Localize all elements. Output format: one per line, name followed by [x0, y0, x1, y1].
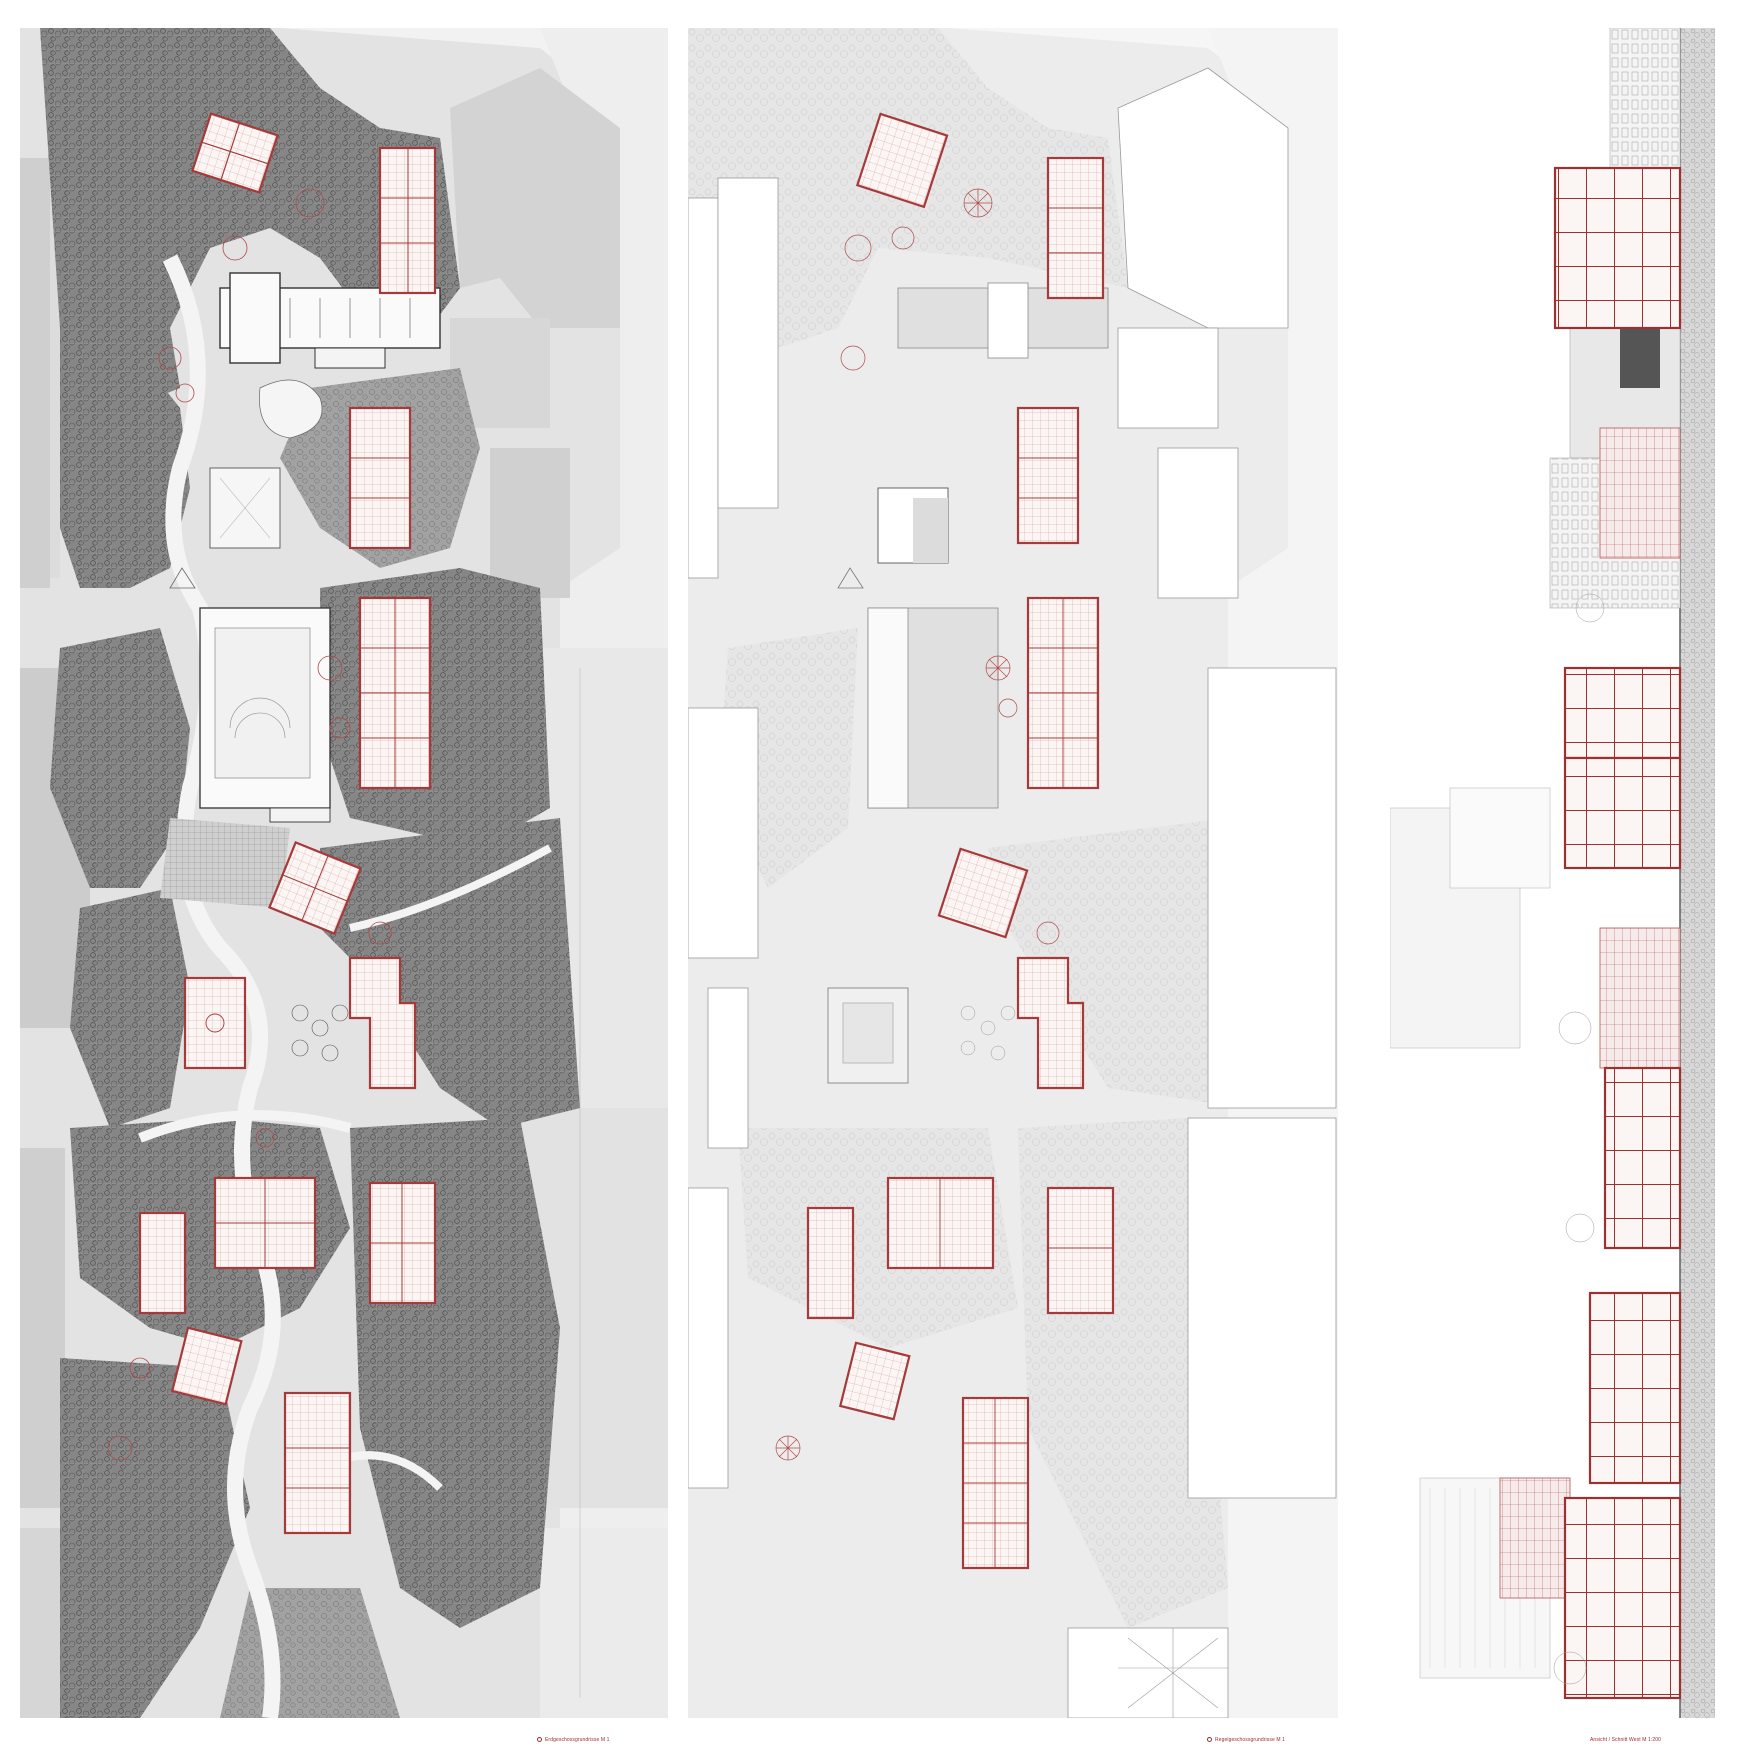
neighbour-block-west-3 [20, 1148, 65, 1508]
existing-school-building-north [219, 272, 441, 369]
vegetation-west-1 [60, 328, 190, 588]
neighbour-block-east-2 [490, 448, 570, 598]
existing-pavilion [209, 467, 281, 549]
pergola-court [160, 818, 290, 908]
ground-floor-plan-panel [20, 28, 668, 1718]
vegetation-west-3 [70, 888, 190, 1128]
existing-hall-roof [867, 607, 999, 809]
vegetation-north [40, 28, 460, 408]
neighbour-block-east-5 [540, 1528, 668, 1718]
new-building-e2 [358, 596, 432, 790]
new-building-e3 [348, 956, 417, 1090]
existing-court-building [827, 987, 909, 1084]
elevation-trees [1553, 593, 1605, 1685]
upper-floor-caption-text: Regelgeschossgrundrisse M 1 [1215, 1737, 1285, 1743]
north-arrow-icon [537, 1737, 542, 1743]
new-building-s5 [283, 1391, 352, 1535]
upper-floor-caption: Regelgeschossgrundrisse M 1 [1207, 1737, 1285, 1743]
elevation-caption: Ansicht / Schnitt West M 1:200 [1590, 1737, 1661, 1743]
ground-floor-caption: Erdgeschossgrundrisse M 1 [537, 1737, 609, 1743]
existing-pavilion-roof [877, 487, 949, 564]
new-building-n1 [191, 112, 279, 194]
red-tree-symbols [775, 188, 1060, 1461]
red-sections [1553, 166, 1682, 1700]
new-building-s1 [213, 1176, 317, 1270]
side-path-east [349, 844, 552, 932]
neighbour-block-northeast [450, 68, 620, 328]
vegetation-east-2 [320, 818, 580, 1128]
new-building-c1 [268, 841, 362, 935]
neighbour-buildings [688, 67, 1337, 1718]
play-triangle [837, 567, 864, 589]
dark-roof-element [1620, 328, 1660, 388]
play-triangle [169, 567, 196, 589]
pond [259, 379, 323, 439]
new-buildings-upper-walls [939, 207, 1113, 1568]
main-path [162, 254, 281, 1718]
play-circles [291, 1004, 349, 1062]
red-facade-1 [1599, 427, 1681, 559]
vegetation-south-west [60, 1358, 250, 1718]
new-building-e1 [348, 406, 412, 550]
north-arrow-icon [1207, 1737, 1212, 1743]
ground-floor-caption-text: Erdgeschossgrundrisse M 1 [545, 1737, 610, 1743]
vegetation-west-2 [50, 628, 190, 888]
elevation-section-panel [1390, 28, 1715, 1718]
red-tree-symbols [107, 188, 392, 1461]
red-facade-3 [1499, 1477, 1571, 1599]
roof-lines [1118, 1628, 1228, 1718]
elevation-section-drawing [1390, 28, 1715, 1718]
existing-hall-building [199, 607, 331, 823]
new-building-s3 [368, 1181, 437, 1305]
background-building-west-2 [1449, 787, 1551, 889]
new-building-s4 [170, 1326, 243, 1406]
elevation-caption-text: Ansicht / Schnitt West M 1:200 [1590, 1737, 1661, 1743]
ground-floor-plan-drawing [20, 28, 668, 1718]
vegetation-east [988, 818, 1248, 1108]
side-path-south [138, 1110, 352, 1143]
vegetation-east-1 [320, 568, 550, 848]
play-circles [960, 1005, 1016, 1061]
neighbour-block-west-edge [50, 178, 60, 578]
new-building-n2 [378, 146, 437, 295]
new-building-s2 [138, 1211, 187, 1315]
new-building-c2 [183, 976, 247, 1070]
upper-floor-plan-drawing [688, 28, 1338, 1718]
upper-floor-plan-panel [688, 28, 1338, 1718]
vegetation-strip [1680, 28, 1715, 1718]
neighbour-block-west-4 [20, 1528, 60, 1718]
neighbour-block-west [20, 158, 50, 588]
red-facade-2 [1599, 927, 1681, 1069]
